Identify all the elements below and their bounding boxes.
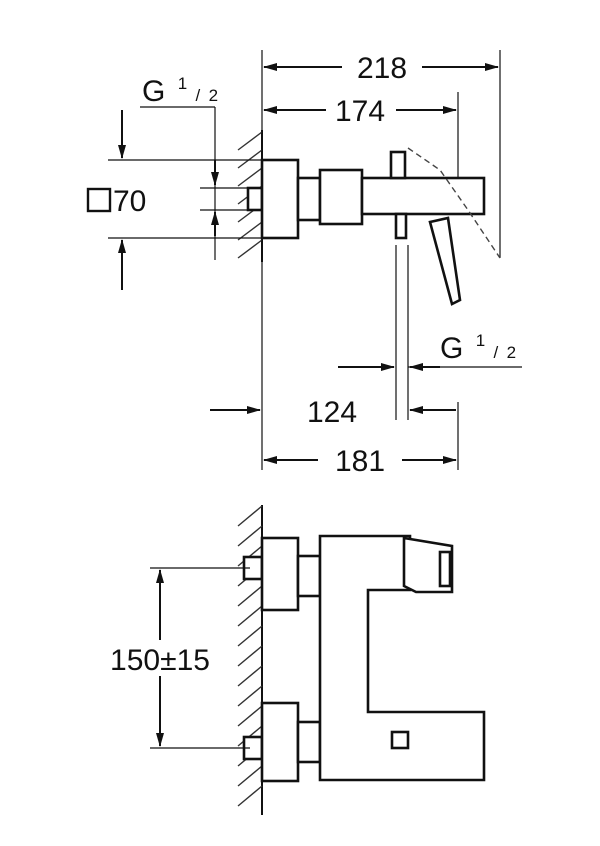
outlet-thread-numerator: 1: [476, 331, 485, 350]
upper-connection: [242, 536, 322, 612]
dimension-181-label: 181: [335, 445, 385, 478]
dimension-174: 174: [263, 95, 457, 128]
wall-hatching-bottom: [237, 505, 263, 815]
lower-connection: [242, 701, 322, 783]
side-elevation-view: 218 174 G 1 / 2: [86, 50, 522, 478]
svg-text:G 1 /: G 1 / 2: [142, 63, 218, 108]
dimension-218-label: 218: [357, 52, 407, 85]
dimension-124-label: 124: [307, 396, 357, 429]
mixer-body-side: [246, 147, 501, 306]
front-elevation-view: 150±15: [110, 505, 486, 815]
mixer-body-front: [318, 534, 486, 782]
rosette-size-dimension: 70: [86, 110, 262, 290]
svg-text:G 1 /: G 1 / 2: [440, 320, 516, 365]
dimension-124: 124: [210, 396, 456, 429]
inlet-thread-callout: G 1 / 2: [140, 63, 219, 236]
inlet-thread-g: G: [142, 75, 165, 108]
inlet-thread-numerator: 1: [178, 74, 187, 93]
dimension-150-label: 150±15: [110, 644, 210, 677]
dimension-218: 218: [263, 52, 499, 85]
dimension-150: 150±15: [110, 567, 250, 749]
dimension-174-label: 174: [335, 95, 385, 128]
inlet-thread-denominator: 2: [209, 86, 218, 105]
outlet-thread-callout: G 1 / 2: [338, 320, 522, 371]
outlet-thread-denominator: 2: [507, 343, 516, 362]
outlet-thread-g: G: [440, 332, 463, 365]
square-symbol-icon: [86, 187, 112, 213]
dimension-181: 181: [263, 445, 457, 478]
rosette-size-label: 70: [113, 185, 146, 218]
